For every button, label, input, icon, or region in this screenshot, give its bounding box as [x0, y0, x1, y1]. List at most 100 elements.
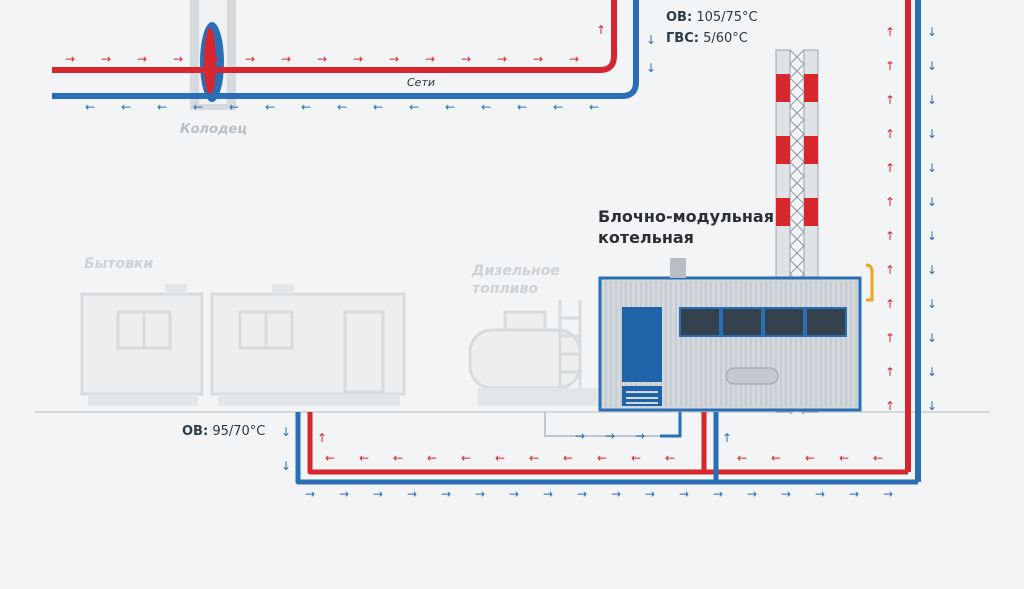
arrow-right-icon: →	[849, 487, 859, 501]
top-gvs-label: ГВС:	[666, 31, 699, 46]
arrow-down-icon: ↓	[927, 263, 937, 277]
arrow-left-icon: ←	[301, 100, 311, 114]
arrow-right-icon: →	[645, 487, 655, 501]
boiler-title-line2: котельная	[598, 228, 694, 247]
lattice-strut	[789, 63, 805, 79]
well-label: Колодец	[180, 122, 247, 137]
arrow-right-icon: →	[781, 487, 791, 501]
arrow-left-icon: ←	[839, 451, 849, 465]
arrow-down-icon: ↓	[927, 25, 937, 39]
arrow-right-icon: →	[137, 52, 147, 66]
arrow-down-icon: ↓	[646, 61, 656, 75]
arrow-left-icon: ←	[265, 100, 275, 114]
arrow-down-icon: ↓	[646, 33, 656, 47]
arrow-down-icon: ↓	[927, 59, 937, 73]
arrow-right-icon: →	[497, 52, 507, 66]
arrow-left-icon: ←	[665, 451, 675, 465]
network-pipes	[52, 0, 639, 99]
arrow-right-icon: →	[461, 52, 471, 66]
arrow-right-icon: →	[65, 52, 75, 66]
arrow-right-icon: →	[747, 487, 757, 501]
arrow-up-icon: ↑	[885, 263, 895, 277]
well-shaft	[190, 0, 236, 110]
lattice-strut	[789, 119, 805, 135]
diesel-label: Дизельное топливо	[472, 263, 560, 297]
lattice-strut	[789, 147, 805, 163]
arrow-left-icon: ←	[461, 451, 471, 465]
boiler-title-line1: Блочно-модульная	[598, 207, 774, 226]
lattice-strut	[789, 231, 805, 247]
arrow-up-icon: ↑	[885, 229, 895, 243]
arrow-left-icon: ←	[529, 451, 539, 465]
arrow-left-icon: ←	[805, 451, 815, 465]
boiler-title: Блочно-модульная котельная	[598, 206, 774, 248]
lattice-strut	[789, 49, 805, 65]
arrow-left-icon: ←	[517, 100, 527, 114]
top-ov-value: 105/75°C	[696, 10, 758, 25]
arrow-right-icon: →	[569, 52, 579, 66]
arrow-right-icon: →	[305, 487, 315, 501]
top-ov-label: ОВ:	[666, 10, 693, 25]
arrow-left-icon: ←	[157, 100, 167, 114]
arrow-down-icon: ↓	[927, 93, 937, 107]
cabins-ghost	[80, 284, 406, 406]
top-ov-temp: ОВ: 105/75°C	[666, 10, 758, 25]
lattice-strut	[789, 203, 805, 219]
lattice-strut	[789, 161, 805, 177]
arrow-right-icon: →	[713, 487, 723, 501]
arrow-down-icon: ↓	[927, 127, 937, 141]
arrow-left-icon: ←	[495, 451, 505, 465]
arrow-right-icon: →	[611, 487, 621, 501]
arrow-right-icon: →	[209, 52, 219, 66]
arrow-up-icon: ↑	[885, 127, 895, 141]
arrow-down-icon: ↓	[927, 399, 937, 413]
arrow-left-icon: ←	[121, 100, 131, 114]
arrow-right-icon: →	[317, 52, 327, 66]
arrow-down-icon: ↓	[281, 425, 291, 439]
arrow-right-icon: →	[353, 52, 363, 66]
arrow-right-icon: →	[441, 487, 451, 501]
lattice-strut	[789, 175, 805, 191]
bottom-ov-temp: ОВ: 95/70°C	[182, 424, 265, 439]
fuel-line	[544, 412, 682, 438]
arrow-left-icon: ←	[427, 451, 437, 465]
arrow-right-icon: →	[533, 52, 543, 66]
arrow-left-icon: ←	[373, 100, 383, 114]
bottom-ov-value: 95/70°C	[212, 424, 266, 439]
arrow-up-icon: ↑	[317, 431, 327, 445]
flow-arrows: → → → → → → → → → → → → → → → ← ← ← ← ← ← ← ← ← ← ← ← ← ← ← ↑ ↓ ↓ ↑ ↑ ↑ ↑ ↑ ↑ ↑…	[65, 23, 937, 501]
arrow-up-icon: ↑	[885, 195, 895, 209]
arrow-left-icon: ←	[597, 451, 607, 465]
arrow-down-icon: ↓	[281, 459, 291, 473]
arrow-left-icon: ←	[409, 100, 419, 114]
arrow-left-icon: ←	[325, 451, 335, 465]
arrow-down-icon: ↓	[927, 297, 937, 311]
arrow-right-icon: →	[407, 487, 417, 501]
arrow-right-icon: →	[173, 52, 183, 66]
arrow-left-icon: ←	[771, 451, 781, 465]
arrow-down-icon: ↓	[927, 229, 937, 243]
arrow-left-icon: ←	[563, 451, 573, 465]
arrow-down-icon: ↓	[927, 365, 937, 379]
arrow-down-icon: ↓	[927, 161, 937, 175]
arrow-up-icon: ↑	[885, 399, 895, 413]
arrow-left-icon: ←	[85, 100, 95, 114]
arrow-right-icon: →	[373, 487, 383, 501]
arrow-up-icon: ↑	[722, 431, 732, 445]
arrow-up-icon: ↑	[885, 365, 895, 379]
arrow-right-icon: →	[101, 52, 111, 66]
lattice-strut	[789, 259, 805, 275]
diesel-tank-ghost	[468, 300, 598, 406]
arrow-up-icon: ↑	[885, 59, 895, 73]
arrow-right-icon: →	[543, 487, 553, 501]
arrow-right-icon: →	[575, 429, 585, 443]
arrow-up-icon: ↑	[885, 25, 895, 39]
arrow-left-icon: ←	[481, 100, 491, 114]
riser-pipes	[905, 0, 921, 482]
arrow-right-icon: →	[281, 52, 291, 66]
arrow-left-icon: ←	[229, 100, 239, 114]
top-gvs-value: 5/60°C	[703, 31, 748, 46]
arrow-right-icon: →	[425, 52, 435, 66]
bottom-ov-label: ОВ:	[182, 424, 209, 439]
